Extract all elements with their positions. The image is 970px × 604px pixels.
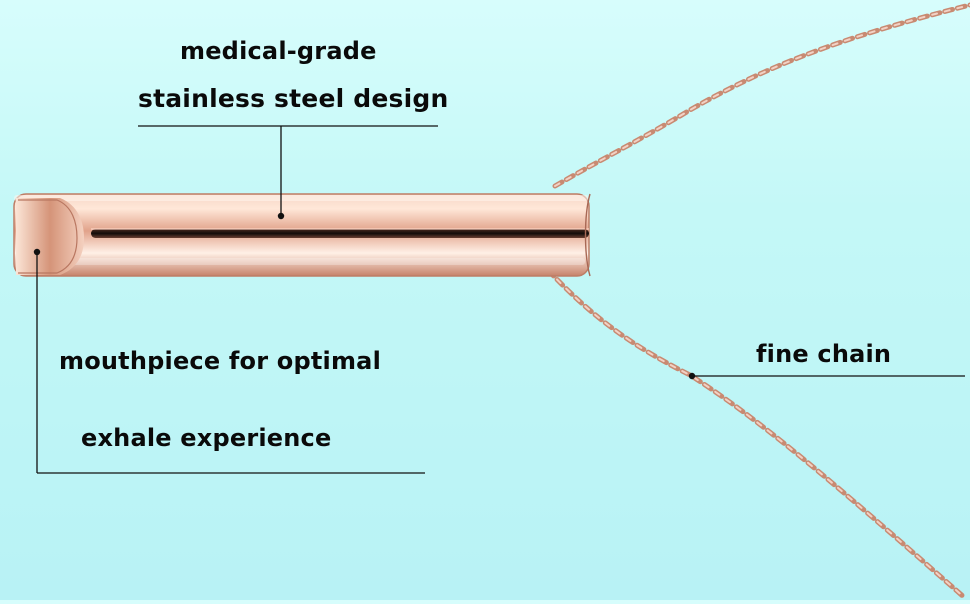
whistle-tube [13, 193, 591, 277]
chain-upper [552, 2, 970, 189]
label-fine-chain: fine chain [756, 340, 892, 368]
chain-upper-highlight [554, 4, 970, 187]
chain-lower-highlight [547, 269, 966, 599]
label-mouthpiece: mouthpiece for optimal [59, 347, 382, 375]
label-exhale: exhale experience [81, 424, 332, 452]
label-stainless-steel: stainless steel design [138, 84, 449, 113]
label-medical-grade: medical-grade [180, 37, 377, 65]
chain-lower [545, 267, 968, 601]
